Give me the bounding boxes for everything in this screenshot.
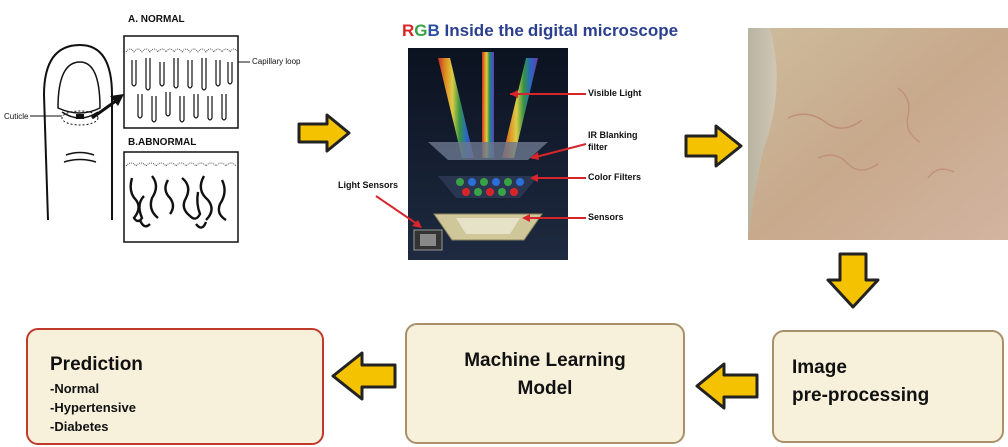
light-sensors-pointer — [375, 195, 422, 228]
nailfold-photo — [748, 28, 1008, 240]
prediction-item-diabetes: -Diabetes — [50, 419, 109, 434]
title-rest-2: digital microscope — [527, 21, 679, 40]
normal-heading: A. NORMAL — [128, 14, 185, 25]
cuticle-label: Cuticle — [4, 112, 29, 121]
arrow-left-2 — [331, 351, 397, 401]
title-b: B — [427, 21, 440, 40]
ml-model-line-2: Model — [517, 378, 573, 399]
preprocessing-line-2: pre-processing — [792, 385, 930, 406]
label-color-filters: Color Filters — [588, 172, 642, 182]
image-preprocessing-box: Image pre-processing — [772, 330, 1004, 443]
label-light-sensors: Light Sensors — [338, 180, 399, 190]
prediction-box: Prediction -Normal -Hypertensive -Diabet… — [26, 328, 324, 445]
prediction-title: Prediction — [50, 354, 143, 375]
arrow-right-2 — [684, 124, 743, 168]
title-rest-1: Inside the — [439, 21, 524, 40]
prediction-item-hypertensive: -Hypertensive — [50, 400, 136, 415]
label-visible-light: Visible Light — [588, 88, 642, 98]
capillary-illustration: A. NORMAL B.ABNORMAL Capillary loop Cuti… — [0, 0, 300, 250]
preprocessing-line-1: Image — [792, 357, 847, 378]
label-pointers — [510, 90, 587, 222]
arrow-left-1 — [695, 362, 759, 410]
label-sensors: Sensors — [588, 212, 624, 222]
capillary-loop-label: Capillary loop — [252, 57, 301, 66]
microscope-diagram — [408, 48, 568, 260]
nailfold-image — [748, 28, 1008, 240]
title-g: G — [414, 21, 428, 40]
arrow-right-1 — [297, 113, 351, 153]
prediction-item-normal: -Normal — [50, 381, 100, 396]
ml-model-line-1: Machine Learning — [464, 350, 626, 371]
label-ir-filter: filter — [588, 142, 608, 152]
finger-drawing — [30, 35, 250, 243]
ml-model-box: Machine Learning Model — [405, 323, 685, 444]
label-ir-blanking: IR Blanking — [588, 130, 638, 140]
abnormal-heading: B.ABNORMAL — [128, 137, 197, 148]
title-r: R — [402, 21, 415, 40]
arrow-down — [826, 252, 880, 309]
